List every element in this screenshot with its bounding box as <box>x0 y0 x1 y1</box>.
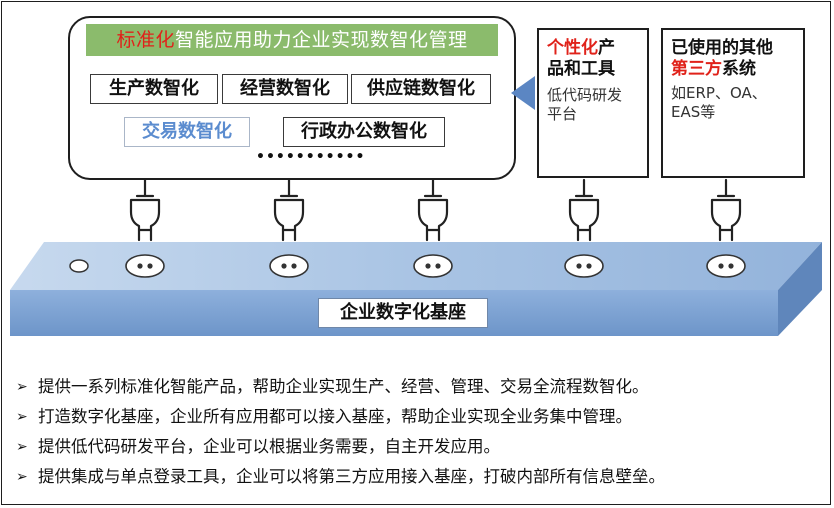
feature-item: ➢打造数字化基座，企业所有应用都可以接入基座，帮助企业实现全业务集中管理。 <box>16 405 824 435</box>
lowcode-sub-line1: 低代码研发 <box>547 86 623 104</box>
main-title: 标准化智能应用助力企业实现数智化管理 <box>86 24 498 56</box>
lowcode-box: 个性化产 品和工具 低代码研发 平台 <box>537 28 649 178</box>
arrow-bullet-icon: ➢ <box>16 379 28 395</box>
third-party-sub-line2: EAS等 <box>671 103 716 121</box>
third-party-box: 已使用的其他 第三方系统 如ERP、OA、 EAS等 <box>661 28 805 178</box>
feature-item: ➢提供集成与单点登录工具，企业可以将第三方应用接入基座，打破内部所有信息壁垒。 <box>16 465 824 495</box>
digital-base-label: 企业数字化基座 <box>318 298 488 328</box>
module-operations: 经营数智化 <box>222 74 348 104</box>
lowcode-title-line2: 品和工具 <box>547 59 615 79</box>
arrow-bullet-icon: ➢ <box>16 439 28 455</box>
lowcode-sub-line2: 平台 <box>547 105 578 123</box>
third-party-line1: 已使用的其他 <box>671 38 773 58</box>
third-party-line2: 第三方系统 <box>671 59 756 79</box>
feature-item: ➢提供一系列标准化智能产品，帮助企业实现生产、经营、管理、交易全流程数智化。 <box>16 375 824 405</box>
feature-list: ➢提供一系列标准化智能产品，帮助企业实现生产、经营、管理、交易全流程数智化。 ➢… <box>16 375 824 495</box>
more-modules-ellipsis: ••••••••••• <box>256 149 366 165</box>
third-party-sub-line1: 如ERP、OA、 <box>671 84 767 102</box>
arrow-bullet-icon: ➢ <box>16 469 28 485</box>
lowcode-title-line1: 个性化产 <box>547 38 615 58</box>
module-admin-office: 行政办公数智化 <box>283 117 445 147</box>
module-trading: 交易数智化 <box>124 117 250 147</box>
module-supply-chain: 供应链数智化 <box>351 74 491 104</box>
arrow-bullet-icon: ➢ <box>16 409 28 425</box>
main-title-rest: 智能应用助力企业实现数智化管理 <box>175 29 468 51</box>
feature-item: ➢提供低代码研发平台，企业可以根据业务需要，自主开发应用。 <box>16 435 824 465</box>
module-production: 生产数智化 <box>90 74 218 104</box>
main-title-highlight: 标准化 <box>116 29 175 51</box>
